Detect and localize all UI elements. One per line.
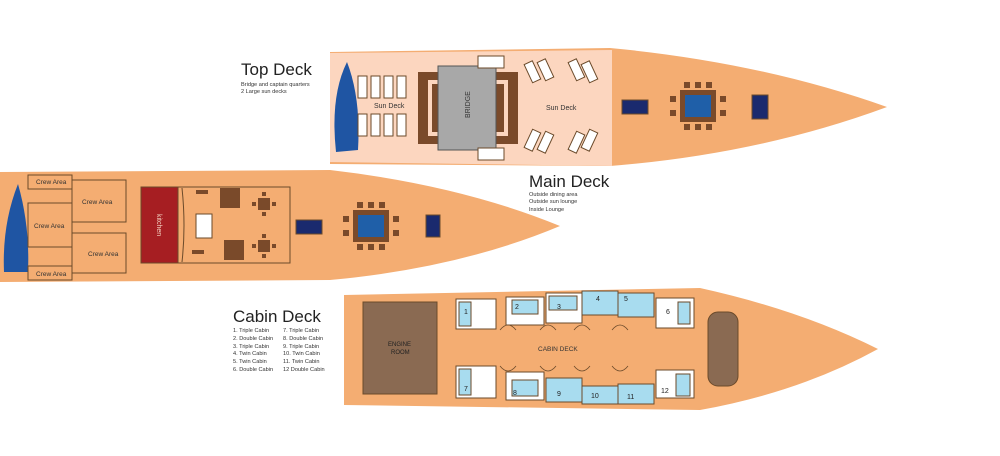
main-deck-inside-lounge xyxy=(177,186,291,264)
cabin-number-11: 11 xyxy=(627,394,634,401)
cabin-deck-corridor-label: CABIN DECK xyxy=(538,346,578,353)
main-deck-crew-areas xyxy=(27,174,127,281)
crew-area-label-2: Crew Area xyxy=(34,223,65,230)
top-deck-bridge-structure xyxy=(418,55,518,161)
crew-area-label-1: Crew Area xyxy=(36,179,67,186)
top-deck-description: Bridge and captain quarters 2 Large sun … xyxy=(241,82,310,97)
cabin-door-swings xyxy=(499,324,629,372)
cabin-number-7: 7 xyxy=(464,386,468,393)
crew-area-label-5: Crew Area xyxy=(88,251,119,258)
cabin-list-item: 7. Triple Cabin xyxy=(283,328,320,334)
cabin-list-item: 11. Twin Cabin xyxy=(283,359,320,366)
cabin-number-9: 9 xyxy=(557,391,561,398)
crew-area-label-3: Crew Area xyxy=(36,271,67,278)
cabin-deck-bow-storage xyxy=(707,311,739,387)
top-deck-navy-panel xyxy=(621,99,649,115)
cabin-deck-heading: Cabin Deck xyxy=(233,307,321,326)
main-deck-tender-boat xyxy=(3,184,29,272)
top-deck-plan: Sun Deck BRIDGE Sun Deck xyxy=(330,48,887,166)
cabins-top-row xyxy=(455,290,695,330)
cabin-number-2: 2 xyxy=(515,304,519,311)
cabin-list-item: 10. Twin Cabin xyxy=(283,351,320,358)
cabin-list-item: 5. Twin Cabin xyxy=(233,359,267,366)
cabin-number-4: 4 xyxy=(596,296,600,303)
cabin-number-8: 8 xyxy=(513,390,517,397)
top-deck-bridge-label: BRIDGE xyxy=(465,91,472,118)
main-deck-bow-navy-panel xyxy=(425,214,441,238)
top-deck-heading: Top Deck xyxy=(241,60,312,79)
cabins-bottom-row xyxy=(455,365,695,405)
top-deck-lounge-table xyxy=(670,82,726,130)
cabin-list-column-1: 1. Triple Cabin 2. Double Cabin 3. Tripl… xyxy=(233,328,273,375)
main-deck-desc-line: Inside Lounge xyxy=(529,206,565,213)
cabin-list-item: 9. Triple Cabin xyxy=(283,343,320,350)
engine-room-label-line2: ROOM xyxy=(391,350,410,356)
engine-room xyxy=(362,301,438,395)
top-deck-sun-loungers-left xyxy=(357,75,407,137)
main-deck-heading: Main Deck xyxy=(529,172,610,191)
crew-area-label-4: Crew Area xyxy=(82,199,113,206)
cabin-number-10: 10 xyxy=(591,393,599,400)
cabin-list-item: 3. Triple Cabin xyxy=(233,343,270,350)
main-deck-plan: Crew Area Crew Area Crew Area Crew Area … xyxy=(0,170,560,282)
main-deck-dining-table xyxy=(343,202,399,250)
main-deck-desc-line: Outside dining area xyxy=(529,192,578,198)
main-deck-hull xyxy=(0,170,560,282)
cabin-numbers: 1 2 3 4 5 6 7 8 9 10 11 12 xyxy=(464,296,670,401)
top-deck-sun-loungers-right xyxy=(523,58,599,154)
main-deck-desc-line: Outside sun lounge xyxy=(529,199,578,206)
cabin-number-6: 6 xyxy=(666,309,670,316)
engine-room-label-line1: ENGINE xyxy=(388,342,411,348)
main-deck-navy-panel xyxy=(295,219,323,235)
cabin-list-item: 2. Double Cabin xyxy=(233,335,274,342)
cabin-number-3: 3 xyxy=(557,304,561,311)
top-deck-tender-boat xyxy=(334,62,359,152)
cabin-list-column-2: 7. Triple Cabin 8. Double Cabin 9. Tripl… xyxy=(283,328,325,375)
top-deck-sun-deck-left-label: Sun Deck xyxy=(374,103,405,110)
cabin-list-item: 8. Double Cabin xyxy=(283,335,324,342)
main-deck-kitchen xyxy=(140,186,179,264)
cabin-list-item: 12 Double Cabin xyxy=(283,366,325,373)
top-deck-desc-line: Bridge and captain quarters xyxy=(241,82,310,88)
cabin-number-12: 12 xyxy=(661,388,669,395)
top-deck-desc-line: 2 Large sun decks xyxy=(241,89,287,96)
main-deck-description: Outside dining area Outside sun lounge I… xyxy=(529,192,578,214)
cabin-list-item: 6. Double Cabin xyxy=(233,366,274,373)
cabin-deck-plan: ENGINE ROOM CABIN DECK 1 2 3 xyxy=(344,288,878,410)
top-deck-bow-navy-panel xyxy=(751,94,769,120)
cabin-list-item: 4. Twin Cabin xyxy=(233,351,267,358)
main-deck-kitchen-label: kitchen xyxy=(155,214,162,236)
top-deck-sun-deck-right-label: Sun Deck xyxy=(546,105,577,112)
cabin-number-1: 1 xyxy=(464,309,468,316)
cabin-list-item: 1. Triple Cabin xyxy=(233,328,270,334)
cabin-number-5: 5 xyxy=(624,296,628,303)
